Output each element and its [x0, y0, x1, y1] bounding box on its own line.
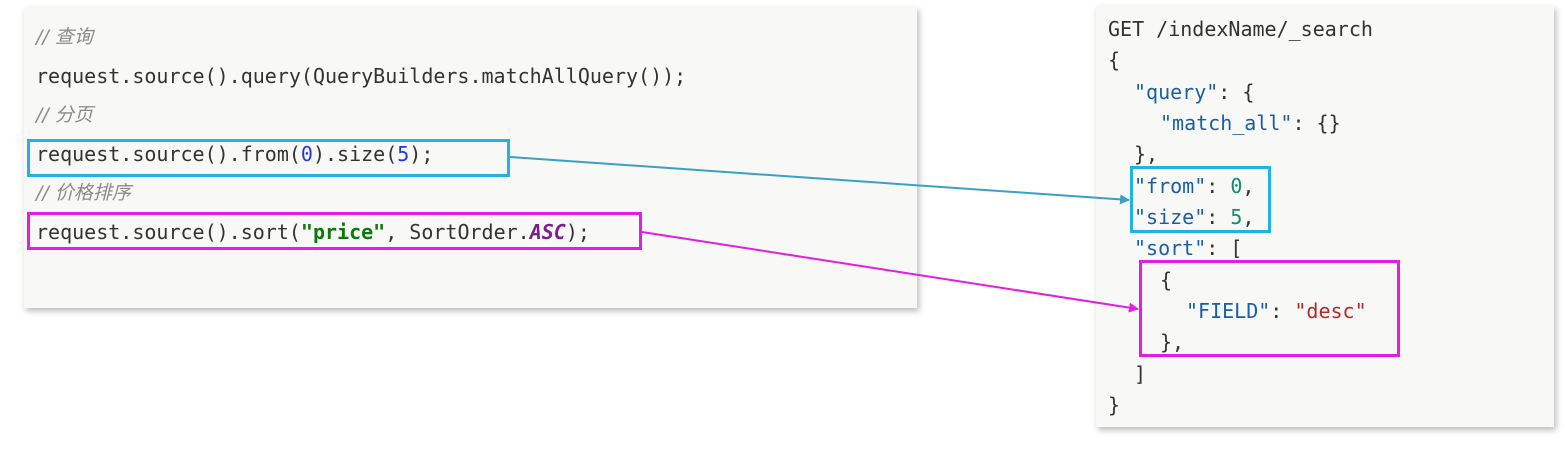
- query-code-line: request.source().query(QueryBuilders.mat…: [36, 64, 687, 88]
- json-sort-obj-open: {: [1160, 268, 1173, 292]
- paging-mid: ).size(: [312, 142, 398, 166]
- json-query-close: },: [1134, 142, 1159, 166]
- query-key: "query": [1134, 80, 1219, 104]
- paging-arrow: [509, 156, 1130, 205]
- sort-mid: , SortOrder.: [385, 220, 530, 244]
- field-value: "desc": [1294, 299, 1367, 323]
- json-query-line: "query": {: [1134, 78, 1254, 106]
- json-field-line: "FIELD": "desc": [1186, 299, 1367, 323]
- java-code-panel: // 查询 request.source().query(QueryBuilde…: [24, 7, 917, 308]
- sort-prefix: request.source().sort(: [36, 220, 301, 244]
- sort-arrow: [641, 231, 1139, 313]
- json-sort-line: "sort": [: [1134, 234, 1242, 262]
- json-open-brace: {: [1108, 48, 1121, 72]
- paging-suffix: );: [409, 142, 434, 166]
- sort-order-enum: ASC: [529, 220, 566, 244]
- size-key: "size": [1134, 205, 1207, 229]
- json-close-brace: }: [1108, 393, 1121, 417]
- paging-from-value: 0: [300, 142, 313, 166]
- json-from-line: "from": 0,: [1134, 174, 1255, 198]
- paging-code-highlight: [27, 139, 510, 177]
- paging-size-value: 5: [397, 142, 410, 166]
- comment-paging: // 分页: [36, 104, 93, 126]
- query-tail: : {: [1218, 80, 1255, 104]
- json-match-all-line: "match_all": {}: [1160, 109, 1341, 137]
- paging-prefix: request.source().from(: [36, 142, 301, 166]
- sort-code-line: request.source().sort("price", SortOrder…: [36, 218, 590, 246]
- field-key: "FIELD": [1186, 299, 1271, 323]
- sort-json-highlight: [1139, 260, 1400, 357]
- from-value: 0: [1230, 174, 1243, 198]
- json-sort-close: ]: [1134, 362, 1147, 386]
- comment-query: // 查询: [36, 26, 93, 48]
- from-key: "from": [1134, 174, 1207, 198]
- sort-code-highlight: [27, 212, 642, 250]
- request-line: GET /indexName/_search: [1108, 17, 1373, 41]
- sort-suffix: );: [565, 220, 590, 244]
- size-value: 5: [1230, 205, 1243, 229]
- json-sort-obj-close: },: [1160, 330, 1185, 354]
- match-all-tail: : {}: [1292, 111, 1341, 135]
- sort-key: "sort": [1134, 236, 1207, 260]
- sort-tail: : [: [1206, 236, 1243, 260]
- match-all-key: "match_all": [1160, 111, 1293, 135]
- paging-code-line: request.source().from(0).size(5);: [36, 140, 433, 168]
- comment-sort: // 价格排序: [36, 182, 131, 204]
- sort-field-string: "price": [300, 220, 386, 244]
- json-size-line: "size": 5,: [1134, 205, 1255, 229]
- paging-json-highlight: [1130, 166, 1271, 233]
